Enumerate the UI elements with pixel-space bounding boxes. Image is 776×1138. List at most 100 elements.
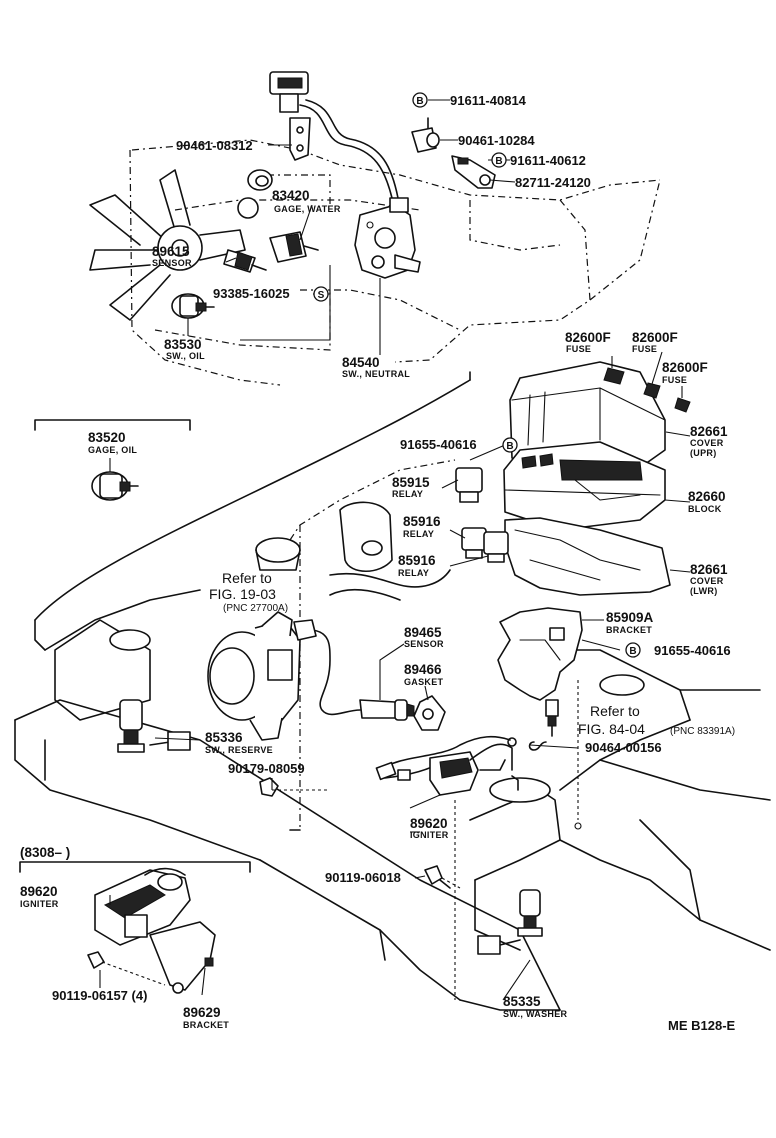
fan-icon [89, 169, 246, 321]
fuse-icon-b [643, 382, 661, 399]
badge-b-icon: B [491, 152, 507, 168]
label-82600f-b: 82600F [632, 330, 678, 345]
washer-switch [477, 889, 543, 955]
label-85916-a: 85916 [403, 514, 441, 529]
temp-sensor [223, 249, 267, 273]
label-83520: 83520 [88, 430, 126, 445]
oil-pressure-switch [171, 293, 215, 319]
caption-sw-oil: SW., OIL [166, 351, 205, 361]
engine-outline [89, 139, 661, 386]
label-90179-08059: 90179-08059 [228, 761, 305, 776]
label-89620-main: 89620 [410, 816, 448, 831]
svg-text:B: B [506, 441, 513, 452]
caption-cover-upr: COVER [690, 438, 724, 448]
label-83530: 83530 [164, 337, 202, 352]
label-89629: 89629 [183, 1005, 221, 1020]
label-85916-b: 85916 [398, 553, 436, 568]
badge-b-icon: B [412, 92, 428, 108]
caption-relay-85915: RELAY [392, 489, 423, 499]
label-89615: 89615 [152, 244, 190, 259]
label-91655-40616-b: 91655-40616 [654, 643, 731, 658]
label-93385-16025: 93385-16025 [213, 286, 290, 301]
ref-fig84-pnc: (PNC 83391A) [670, 726, 735, 737]
relay-bracket [497, 607, 583, 737]
caption-sw-washer: SW., WASHER [503, 1009, 568, 1019]
igniter-main [375, 735, 519, 796]
water-gage-sensor [269, 231, 319, 263]
label-89465: 89465 [404, 625, 442, 640]
label-90119-06018: 90119-06018 [325, 870, 401, 885]
caption-fuse-c: FUSE [662, 375, 687, 385]
bracket-90461-10284 [411, 127, 440, 153]
ref-fig19-line3: (PNC 27700A) [223, 603, 288, 614]
label-82661-upr: 82661 [690, 424, 728, 439]
badge-b-icon: B [502, 437, 518, 453]
caption-fuse-b: FUSE [632, 344, 657, 354]
caption-relay-85916-b: RELAY [398, 568, 429, 578]
caption-cover-lwr-pos: (LWR) [690, 586, 718, 596]
label-90461-10284: 90461-10284 [458, 133, 535, 148]
clip-icon [528, 741, 547, 751]
label-84540: 84540 [342, 355, 380, 370]
caption-cover-lwr: COVER [690, 576, 724, 586]
badge-b-icon: B [625, 642, 641, 658]
caption-gasket: GASKET [404, 677, 444, 687]
caption-sw-reserve: SW., RESERVE [205, 745, 273, 755]
relay-85916-b [483, 531, 509, 563]
fuse-block-assembly [503, 361, 691, 596]
caption-sensor: SENSOR [152, 258, 192, 268]
caption-cover-upr-pos: (UPR) [690, 448, 717, 458]
reserve-switch [117, 699, 191, 753]
part-labels: 90461-08312 B 91611-40814 90461-10284 B … [20, 92, 736, 1033]
caption-igniter-main: IGNITER [410, 830, 449, 840]
caption-gage-water: GAGE, WATER [274, 204, 341, 214]
label-90464-00156: 90464-00156 [585, 740, 662, 755]
label-89466: 89466 [404, 662, 442, 677]
caption-sw-neutral: SW., NEUTRAL [342, 369, 410, 379]
svg-text:B: B [416, 96, 423, 107]
label-91611-40814: 91611-40814 [450, 93, 527, 108]
badge-s-icon: S [313, 286, 329, 302]
ref-fig19-line1: Refer to [222, 570, 272, 586]
caption-relay-85916-a: RELAY [403, 529, 434, 539]
label-82660: 82660 [688, 489, 726, 504]
caption-gage-oil: GAGE, OIL [88, 445, 137, 455]
fuse-icon-a [603, 367, 625, 385]
fuse-icon-c [674, 397, 691, 413]
alternator [207, 611, 301, 741]
relay-85916-a [461, 527, 487, 559]
label-82711-24120: 82711-24120 [515, 175, 591, 190]
label-82600f-c: 82600F [662, 360, 708, 375]
ref-fig84-line2: FIG. 84-04 [578, 721, 645, 737]
oxygen-sensor [293, 619, 415, 721]
caption-sensor-89465: SENSOR [404, 639, 444, 649]
oil-gage-inset [34, 419, 191, 501]
ref-fig19-line2: FIG. 19-03 [209, 586, 276, 602]
relay-85915 [455, 467, 483, 503]
car-body-outline [14, 371, 771, 1011]
svg-text:B: B [629, 646, 636, 657]
nut-90179 [259, 777, 279, 797]
oil-gage-part [91, 471, 139, 501]
label-91611-40612: 91611-40612 [510, 153, 586, 168]
label-85335: 85335 [503, 994, 541, 1009]
neutral-switch-cable [269, 71, 399, 199]
label-85336: 85336 [205, 730, 243, 745]
label-90461-08312: 90461-08312 [176, 138, 253, 153]
caption-igniter-inset: IGNITER [20, 899, 59, 909]
caption-block: BLOCK [688, 504, 722, 514]
diagram-code: ME B128-E [668, 1018, 736, 1033]
neutral-switch [354, 197, 421, 279]
ref-fig84-line1: Refer to [590, 703, 640, 719]
clamp-82711-24120 [451, 155, 496, 189]
label-85909a: 85909A [606, 610, 654, 625]
label-90119-06157: 90119-06157 (4) [52, 988, 147, 1003]
label-85915: 85915 [392, 475, 430, 490]
label-89620-inset: 89620 [20, 884, 58, 899]
serial-range: (8308– ) [20, 845, 70, 860]
label-82600f-a: 82600F [565, 330, 611, 345]
igniter-inset [19, 861, 251, 994]
label-83420: 83420 [272, 188, 310, 203]
svg-text:S: S [318, 290, 325, 301]
